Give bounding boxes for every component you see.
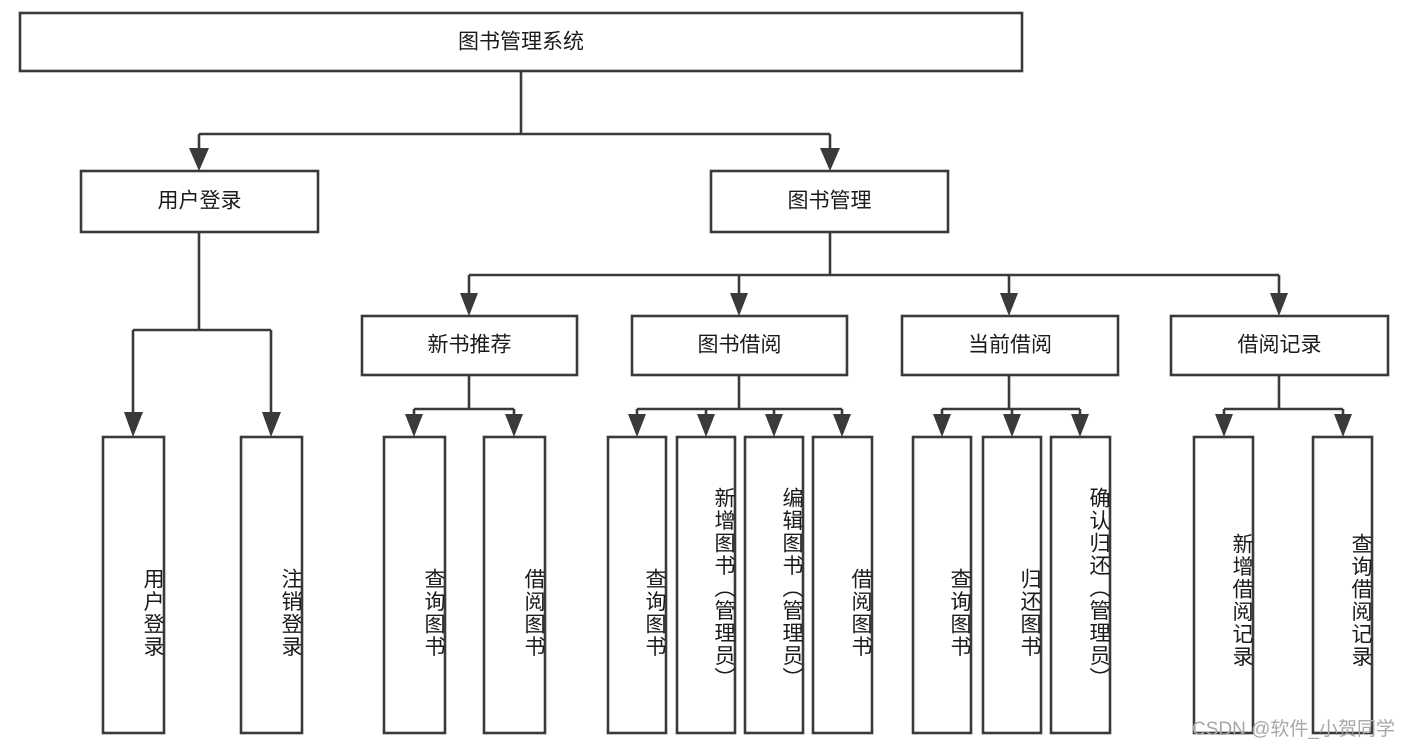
arrowhead-leaf-query-book-3 xyxy=(933,414,951,437)
node-current-borrow[interactable] xyxy=(900,314,1120,377)
node-new-book-recommend[interactable] xyxy=(360,314,579,377)
arrowhead-leaf-return-book xyxy=(1003,414,1021,437)
arrowhead-leaf-confirm-return-admin xyxy=(1071,414,1089,437)
arrowhead-leaf-add-book-admin xyxy=(697,414,715,437)
arrowhead-leaf-user-login xyxy=(124,412,143,437)
arrowhead-leaf-edit-book-admin xyxy=(765,414,783,437)
node-leaf-query-book-1[interactable] xyxy=(382,435,447,735)
node-leaf-add-borrow-record[interactable] xyxy=(1192,435,1255,735)
node-user-login-label: 用户登录 xyxy=(158,190,242,213)
arrowhead-new-book-recommend xyxy=(460,293,478,316)
arrowhead-book-borrow xyxy=(730,293,748,316)
node-book-manage[interactable] xyxy=(709,169,950,234)
node-group: 图书管理系统 用户登录 图书管理 新书推荐 图书借阅 当前借阅 借阅记录 xyxy=(18,11,1390,735)
node-leaf-query-book-2[interactable] xyxy=(606,435,668,735)
node-leaf-edit-book-admin[interactable] xyxy=(743,435,805,735)
node-book-borrow[interactable] xyxy=(630,314,849,377)
node-leaf-borrow-book-2[interactable] xyxy=(811,435,874,735)
arrowhead-current-borrow xyxy=(1000,293,1018,316)
node-root-label: 图书管理系统 xyxy=(458,31,584,54)
node-current-borrow-label: 当前借阅 xyxy=(968,334,1052,357)
arrowhead-leaf-borrow-book-1 xyxy=(505,414,523,437)
node-borrow-record-label: 借阅记录 xyxy=(1238,334,1322,357)
arrowhead-leaf-query-borrow-record xyxy=(1334,414,1352,437)
arrowhead-user-login xyxy=(189,148,209,171)
node-new-book-recommend-label: 新书推荐 xyxy=(428,334,512,357)
node-leaf-borrow-book-1[interactable] xyxy=(482,435,547,735)
node-root[interactable] xyxy=(18,11,1024,73)
arrowhead-book-manage xyxy=(820,148,840,171)
node-leaf-query-book-3[interactable] xyxy=(911,435,973,735)
arrowhead-borrow-record xyxy=(1270,293,1288,316)
node-leaf-query-borrow-record[interactable] xyxy=(1311,435,1374,735)
arrowhead-leaf-user-logout xyxy=(262,412,281,437)
node-leaf-user-login[interactable] xyxy=(101,435,166,735)
node-book-manage-label: 图书管理 xyxy=(788,190,872,213)
arrowhead-leaf-borrow-book-2 xyxy=(833,414,851,437)
node-book-borrow-label: 图书借阅 xyxy=(698,334,782,357)
csdn-watermark: CSDN @软件_小贺同学 xyxy=(1192,719,1395,740)
node-leaf-return-book[interactable] xyxy=(981,435,1043,735)
arrowhead-leaf-query-book-2 xyxy=(628,414,646,437)
node-leaf-add-book-admin[interactable] xyxy=(675,435,737,735)
arrowhead-leaf-query-book-1 xyxy=(405,414,423,437)
node-leaf-user-logout[interactable] xyxy=(239,435,304,735)
node-leaf-confirm-return-admin[interactable] xyxy=(1049,435,1112,735)
connector-group xyxy=(124,71,1352,437)
node-borrow-record[interactable] xyxy=(1169,314,1390,377)
node-user-login[interactable] xyxy=(79,169,320,234)
arrowhead-leaf-add-borrow-record xyxy=(1215,414,1233,437)
